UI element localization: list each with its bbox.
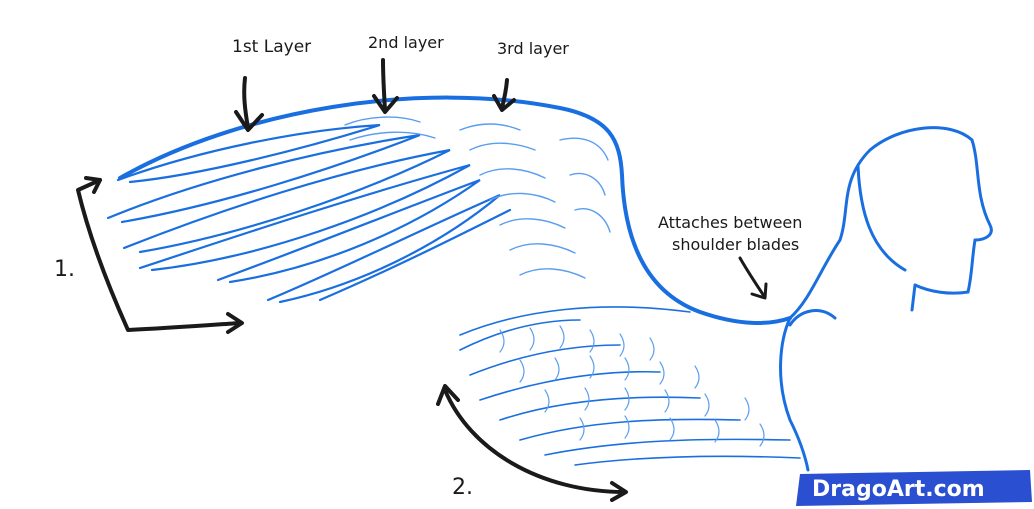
label-attach-line1: Attaches between	[658, 213, 802, 232]
arrow-2nd-layer-icon	[372, 58, 399, 114]
bracket-arrow-step1-icon	[76, 176, 244, 334]
watermark-brush-bg	[796, 470, 1032, 506]
watermark-logo: DragoArt.com	[796, 470, 1032, 506]
label-step2: 2.	[452, 475, 473, 500]
watermark-text: DragoArt.com	[812, 477, 985, 502]
arrow-3rd-layer-icon	[492, 78, 516, 112]
label-step1: 1.	[54, 257, 75, 282]
arrow-attach-icon	[738, 256, 768, 300]
lower-feather-ticks	[499, 325, 765, 447]
label-attach-line2: shoulder blades	[672, 235, 799, 254]
label-1st-layer: 1st Layer	[232, 37, 311, 57]
lower-feathers	[459, 306, 801, 466]
arrow-1st-layer-icon	[234, 76, 264, 132]
secondary-feathers	[344, 116, 611, 279]
wing-top-outline	[118, 95, 792, 325]
body-outline	[779, 126, 993, 472]
curved-arrow-step2-icon	[436, 384, 628, 502]
label-2nd-layer: 2nd layer	[368, 33, 444, 52]
primary-feathers	[106, 123, 512, 304]
label-3rd-layer: 3rd layer	[497, 39, 569, 58]
